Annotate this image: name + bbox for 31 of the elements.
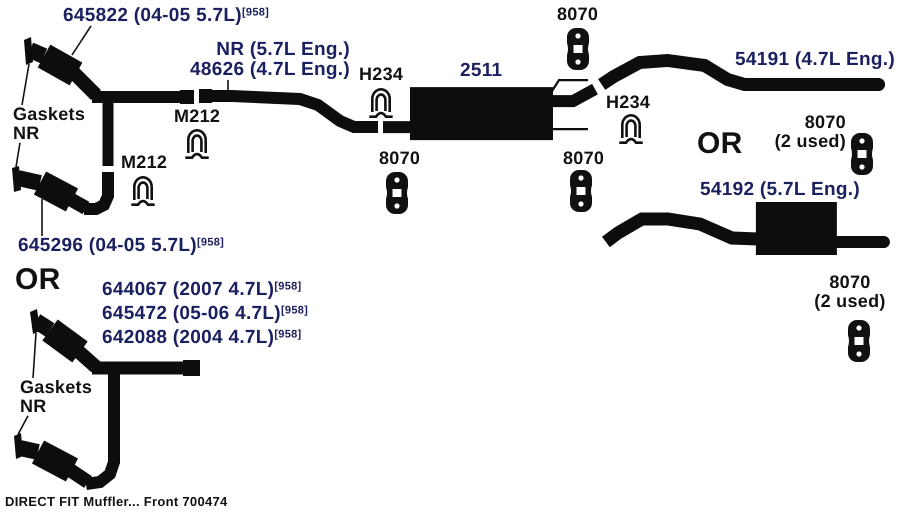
leader-line: [32, 332, 37, 378]
part-number: 645472 (05-06 4.7L)$^{[958]}$: [102, 304, 308, 324]
part-number: 8070: [379, 149, 420, 168]
part-number: 645296 (04-05 5.7L)$^{[958]}$: [18, 236, 224, 256]
or-text: OR: [697, 128, 743, 160]
leader-line: [21, 64, 30, 106]
part-number: 48626 (4.7L Eng.): [190, 60, 350, 80]
part-number: 8070: [557, 5, 598, 24]
or-text: OR: [15, 264, 61, 296]
part-number: 54192 (5.7L Eng.): [700, 180, 860, 200]
gasket-note: Gaskets NR: [13, 105, 86, 143]
part-number: M212: [121, 153, 168, 172]
part-number: H234: [359, 65, 404, 84]
catalytic-converter-pipe: [12, 166, 114, 215]
part-number: H234: [606, 93, 650, 112]
gasket-note: Gaskets NR: [20, 378, 92, 416]
part-number: 644067 (2007 4.7L)$^{[958]}$: [102, 280, 302, 300]
leader-line: [227, 80, 229, 90]
leader-line: [15, 142, 21, 168]
part-number: 645822 (04-05 5.7L)$^{[958]}$: [63, 6, 270, 26]
part-number: 8070 (2 used): [813, 273, 887, 311]
part-number: M212: [174, 107, 220, 126]
caption: DIRECT FIT Muffler... Front 700474: [5, 495, 228, 509]
part-number: 8070: [563, 149, 604, 168]
part-number: 2511: [460, 61, 502, 81]
leader-line: [41, 199, 43, 236]
leader-line: [17, 415, 29, 435]
part-number: 642088 (2004 4.7L)$^{[958]}$: [102, 328, 302, 348]
part-number: NR (5.7L Eng.): [215, 40, 350, 60]
part-number: 8070 (2 used): [774, 113, 846, 151]
part-number: 54191 (4.7L Eng.): [735, 50, 895, 70]
